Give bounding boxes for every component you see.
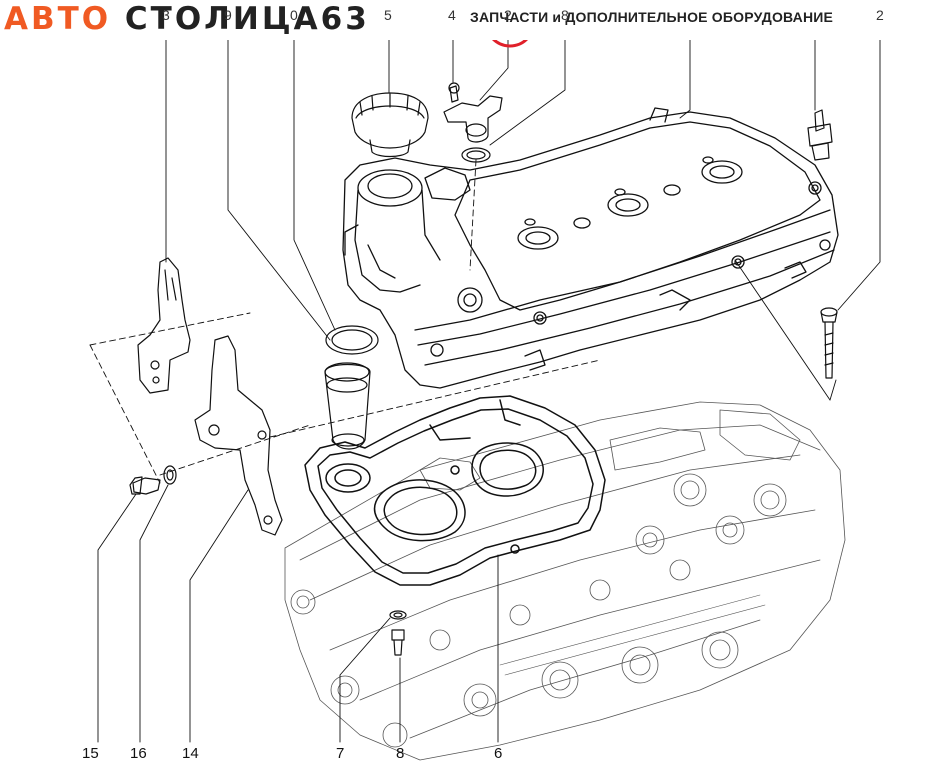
callout-bottom-8: 8 <box>396 745 405 762</box>
callout-bottom-15: 15 <box>82 745 99 762</box>
callout-top-5: 2 <box>504 7 512 23</box>
callout-top-4: 4 <box>448 7 456 23</box>
callout-bottom-14: 14 <box>182 745 199 762</box>
seal-ring-and-pipe <box>324 325 379 450</box>
brand-logo-part-stolica: СТОЛИЦА <box>124 1 321 37</box>
callout-bottom-16: 16 <box>130 745 147 762</box>
callout-top-2: 0 <box>290 7 298 23</box>
stud-bolt <box>807 109 833 161</box>
callout-top-7: 2 <box>876 7 884 23</box>
valve-cover-gasket <box>304 395 606 586</box>
bracket-large <box>194 335 283 536</box>
callout-bottom-7: 7 <box>336 745 345 762</box>
alignment-lines <box>89 159 601 484</box>
header-tagline: ЗАПЧАСТИ и ДОПОЛНИТЕЛЬНОЕ ОБОРУДОВАНИЕ <box>470 9 834 25</box>
callout-bottom-6: 6 <box>494 745 503 762</box>
pcv-valve <box>443 82 503 163</box>
brand-logo-part-avto: АВТО <box>4 1 112 37</box>
brand-logo-part-region: 63 <box>320 1 370 37</box>
brand-logo: АВТО СТОЛИЦА63 <box>4 2 370 36</box>
bolt-center <box>389 610 407 656</box>
callout-top-3: 5 <box>384 7 392 23</box>
oil-filler-cap <box>351 92 429 158</box>
valve-cover <box>342 107 839 389</box>
callout-top-0: 3 <box>162 7 170 23</box>
leader-lines <box>97 21 881 743</box>
cylinder-head-block <box>284 401 846 761</box>
bolt-and-washer <box>129 465 177 495</box>
callout-top-1: 9 <box>224 7 232 23</box>
cover-bolt <box>820 307 838 379</box>
header-banner: АВТО СТОЛИЦА63 ЗАПЧАСТИ и ДОПОЛНИТЕЛЬНОЕ… <box>0 0 948 40</box>
bracket <box>137 257 191 394</box>
callout-top-6: 8 <box>561 7 569 23</box>
